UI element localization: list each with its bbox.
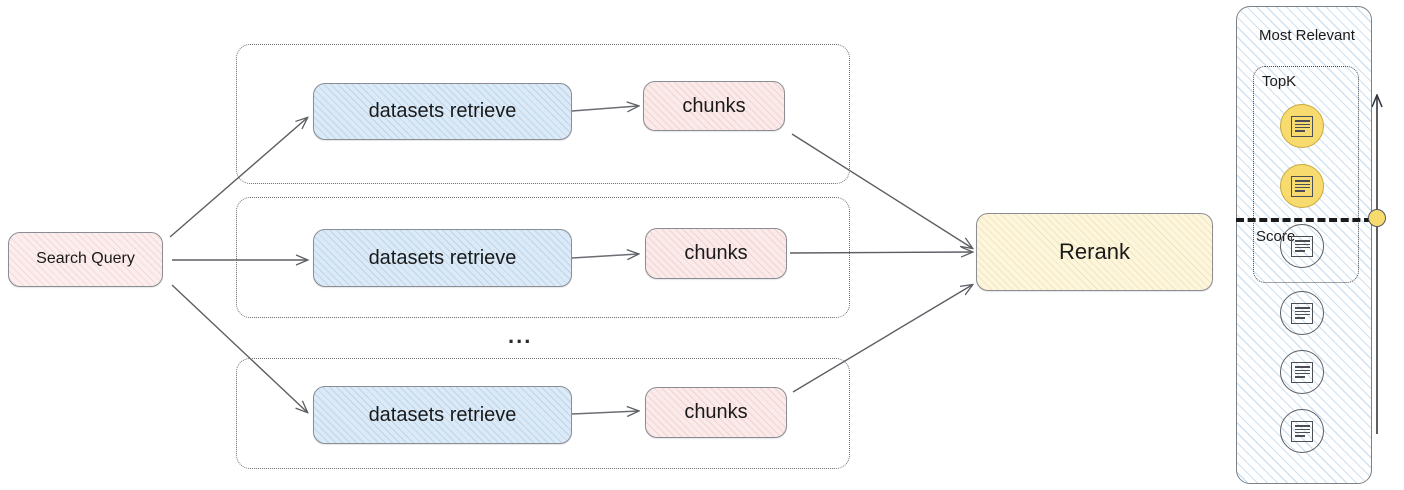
chunks-node-2[interactable]: chunks: [645, 228, 787, 279]
search-query-label: Search Query: [36, 250, 135, 268]
result-doc-4[interactable]: [1280, 291, 1324, 335]
datasets-retrieve-node-2[interactable]: datasets retrieve: [313, 229, 572, 287]
most-relevant-title: Most Relevant: [1259, 27, 1355, 44]
chunks-node-1[interactable]: chunks: [643, 81, 785, 131]
topk-box: [1253, 66, 1359, 283]
threshold-marker-dot: [1368, 209, 1386, 227]
datasets-retrieve-node-1[interactable]: datasets retrieve: [313, 83, 572, 140]
chunks-node-3[interactable]: chunks: [645, 387, 787, 438]
datasets-retrieve-label-2: datasets retrieve: [368, 246, 517, 269]
document-icon: [1291, 175, 1313, 197]
topk-label: TopK: [1262, 73, 1297, 90]
branch-group-2: [236, 197, 850, 318]
result-doc-6[interactable]: [1280, 409, 1324, 453]
chunks-label-2: chunks: [684, 242, 748, 264]
document-icon: [1291, 115, 1313, 137]
branch-group-1: [236, 44, 850, 184]
document-icon: [1291, 302, 1313, 324]
result-doc-1[interactable]: [1280, 104, 1324, 148]
rerank-label: Rerank: [1059, 239, 1130, 265]
result-doc-5[interactable]: [1280, 350, 1324, 394]
datasets-retrieve-label-3: datasets retrieve: [368, 403, 517, 426]
score-threshold-divider: [1236, 218, 1372, 222]
branch-ellipsis: ...: [508, 323, 533, 348]
document-icon: [1291, 235, 1313, 257]
chunks-label-1: chunks: [682, 94, 746, 117]
document-icon: [1291, 420, 1313, 442]
datasets-retrieve-node-3[interactable]: datasets retrieve: [313, 386, 572, 444]
branch-group-3: [236, 358, 850, 469]
search-query-node[interactable]: Search Query: [8, 232, 163, 287]
rerank-node[interactable]: Rerank: [976, 213, 1213, 291]
document-icon: [1291, 361, 1313, 383]
chunks-label-3: chunks: [684, 401, 748, 423]
result-doc-3[interactable]: [1280, 224, 1324, 268]
result-doc-2[interactable]: [1280, 164, 1324, 208]
datasets-retrieve-label-1: datasets retrieve: [368, 100, 517, 122]
